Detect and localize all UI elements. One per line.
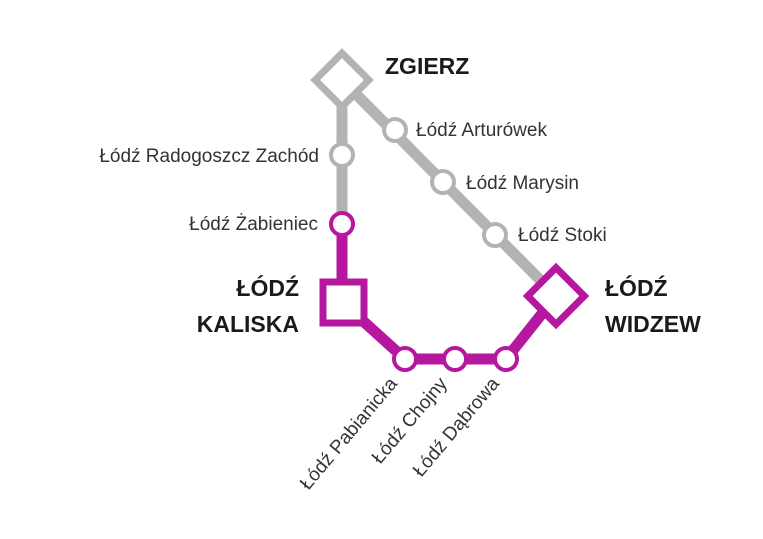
label-widzew-line2: WIDZEW (605, 311, 701, 337)
label-kaliska-line2: KALISKA (197, 311, 299, 337)
label-stoki: Łódź Stoki (518, 225, 607, 246)
station-marker-stoki[interactable] (482, 222, 508, 248)
station-marker-arturowek[interactable] (382, 117, 408, 143)
station-marker-marysin[interactable] (430, 169, 456, 195)
label-arturowek: Łódź Arturówek (416, 120, 547, 141)
station-marker-zabieniec[interactable] (329, 211, 355, 237)
station-marker-chojny[interactable] (442, 346, 468, 372)
kaliska-hub-marker[interactable] (319, 278, 368, 327)
label-widzew-line1: ŁÓDŹ (605, 274, 668, 301)
station-marker-dabrowa[interactable] (493, 346, 519, 372)
label-marysin: Łódź Marysin (466, 173, 579, 194)
label-zabieniec: Łódź Żabieniec (189, 214, 318, 235)
label-radogoszcz: Łódź Radogoszcz Zachód (99, 146, 319, 167)
station-marker-pabianicka[interactable] (392, 346, 418, 372)
station-marker-radogoszcz[interactable] (329, 142, 355, 168)
label-kaliska-line1: ŁÓDŹ (236, 274, 299, 301)
zgierz-hub-marker[interactable] (310, 48, 374, 112)
label-zgierz: ZGIERZ (385, 53, 469, 79)
widzew-hub-marker[interactable] (522, 262, 590, 330)
